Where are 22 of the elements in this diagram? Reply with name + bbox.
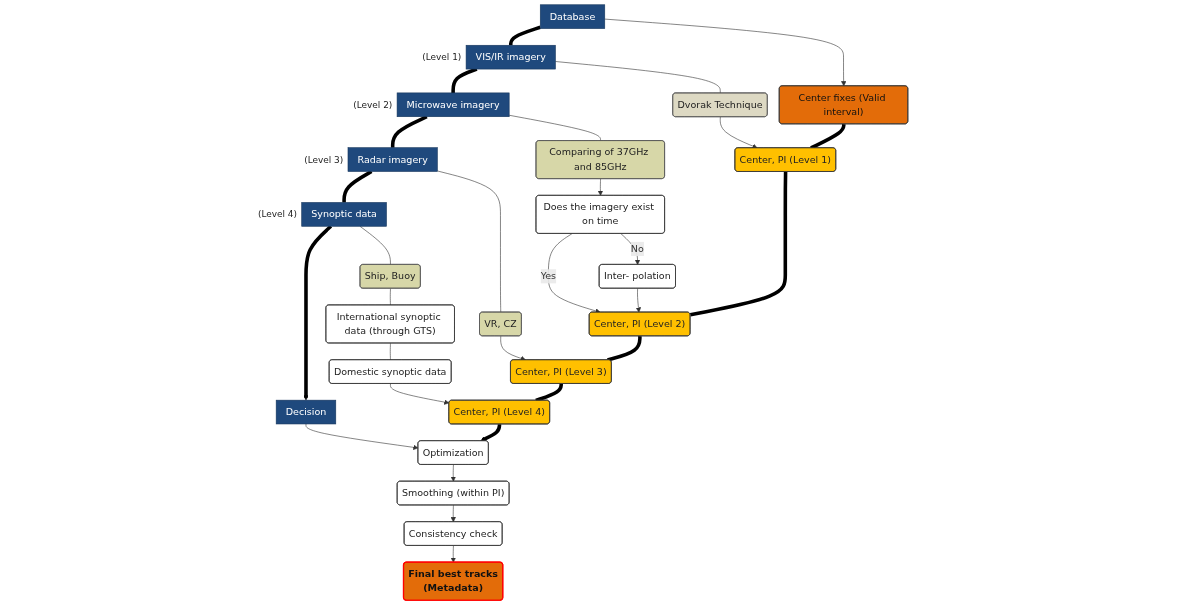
connector bbox=[389, 288, 391, 306]
connector bbox=[359, 226, 391, 265]
connector bbox=[390, 115, 428, 148]
node-box: VIS/IR imagery bbox=[465, 44, 556, 70]
connector bbox=[437, 170, 502, 313]
edge-label: No bbox=[630, 242, 644, 255]
edge-label: Yes bbox=[540, 270, 557, 282]
arrow bbox=[480, 423, 502, 442]
connector bbox=[555, 61, 721, 94]
node-box: Decision bbox=[275, 399, 337, 425]
connector bbox=[690, 171, 788, 317]
connector bbox=[508, 25, 541, 46]
connector bbox=[508, 114, 601, 142]
level-label: (Level 4) bbox=[257, 209, 297, 220]
node-box: Synoptic data bbox=[301, 202, 387, 227]
level-label: (Level 1) bbox=[422, 52, 462, 63]
node-box: Database bbox=[539, 4, 606, 29]
node-box: Radar imagery bbox=[347, 147, 438, 172]
level-label: (Level 2) bbox=[353, 99, 393, 110]
level-label: (Level 3) bbox=[304, 154, 344, 165]
connector bbox=[389, 343, 391, 361]
node-box: Microwave imagery bbox=[396, 92, 510, 117]
